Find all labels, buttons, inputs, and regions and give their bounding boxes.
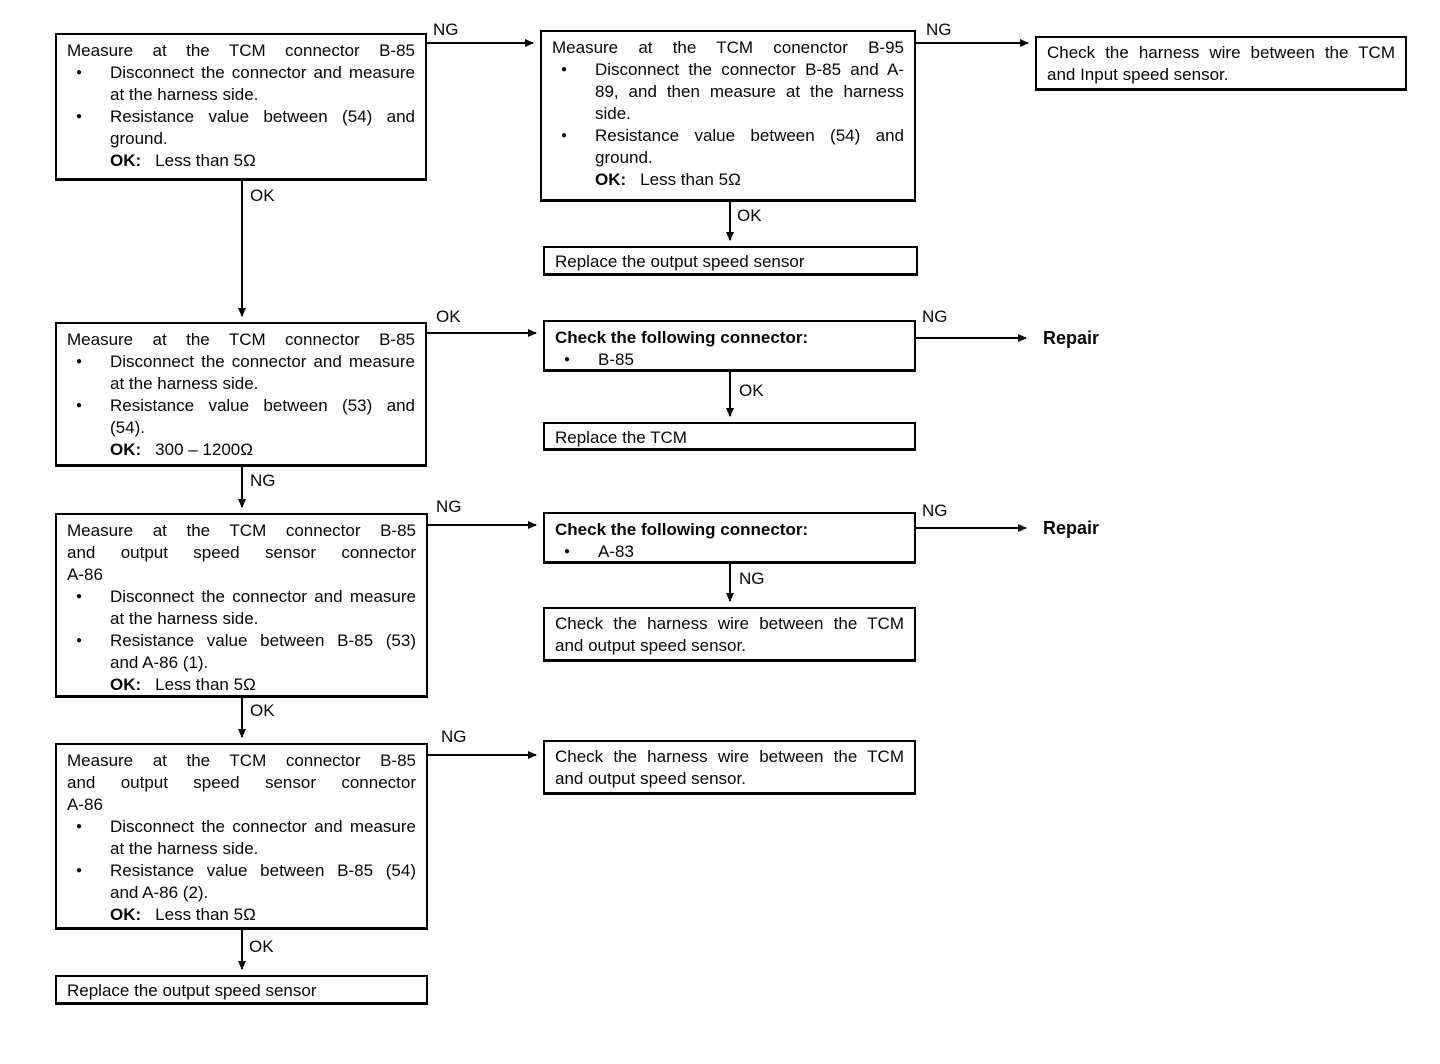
edge-label-ng-5: NG <box>436 497 462 516</box>
ok-label: OK: <box>595 170 627 189</box>
flow-box-measure-b85-54-a86-2: Measure at the TCM connector B-85 and ou… <box>55 743 428 930</box>
bullet-item: ● B-85 <box>555 349 904 371</box>
bullet-text: Resistance value between B-85 (53) and A… <box>110 631 416 672</box>
bullet-icon: ● <box>76 865 83 876</box>
box-text: Replace the output speed sensor <box>67 981 317 1000</box>
ok-line: OK: Less than 5Ω <box>110 904 416 926</box>
flow-box-check-harness-input-speed-sensor: Check the harness wire between the TCM a… <box>1035 36 1407 91</box>
flow-box-measure-tcm-b85-pin53-54: Measure at the TCM connector B-85 ● Disc… <box>55 322 427 467</box>
box-title: Measure at the TCM conenctor B-95 <box>552 38 904 57</box>
flow-box-replace-tcm: Replace the TCM <box>543 422 916 451</box>
edge-label-ok-3: OK <box>436 307 461 326</box>
bullet-text: Resistance value between B-85 (54) and A… <box>110 861 416 902</box>
bullet-icon: ● <box>76 400 83 411</box>
bullet-item: ● Disconnect the connector and measure a… <box>67 816 416 860</box>
ok-value: Less than 5Ω <box>640 170 741 189</box>
edge-label-ok-1: OK <box>250 186 275 205</box>
ok-line: OK: Less than 5Ω <box>110 674 416 696</box>
ok-value: Less than 5Ω <box>155 151 256 170</box>
bullet-text: B-85 <box>598 350 634 369</box>
bullet-icon: ● <box>76 111 83 122</box>
bullet-text: Resistance value between (54) and ground… <box>595 126 904 167</box>
box-title-line: Measure at the TCM connector B-85 <box>67 751 416 770</box>
bullet-item: ● A-83 <box>555 541 904 563</box>
bullet-icon: ● <box>564 354 571 365</box>
edge-label-ok-6: OK <box>249 937 274 956</box>
bullet-icon: ● <box>76 67 83 78</box>
bullet-icon: ● <box>76 591 83 602</box>
flow-box-check-connector-b85: Check the following connector: ● B-85 <box>543 320 916 372</box>
edge-label-ok-2: OK <box>737 206 762 225</box>
bullet-text: A-83 <box>598 542 634 561</box>
box-title: Measure at the TCM connector B-85 <box>67 330 415 349</box>
ok-label: OK: <box>110 151 142 170</box>
edge-label-ok-4: OK <box>739 381 764 400</box>
flow-box-check-connector-a83: Check the following connector: ● A-83 <box>543 512 916 564</box>
bullet-text: Disconnect the connector and measure at … <box>110 817 416 858</box>
flow-box-replace-output-speed-sensor-bottom: Replace the output speed sensor <box>55 975 428 1005</box>
repair-label-1: Repair <box>1043 328 1100 348</box>
ok-line: OK: 300 – 1200Ω <box>110 439 415 461</box>
bullet-icon: ● <box>76 356 83 367</box>
box-text: Check the harness wire between the TCM a… <box>555 614 904 655</box>
edge-label-ng-2: NG <box>926 20 952 39</box>
ok-label: OK: <box>110 440 142 459</box>
ok-value: 300 – 1200Ω <box>155 440 253 459</box>
ok-value: Less than 5Ω <box>155 675 256 694</box>
ok-value: Less than 5Ω <box>155 905 256 924</box>
ok-label: OK: <box>110 675 142 694</box>
box-text: Check the harness wire between the TCM a… <box>1047 43 1395 84</box>
bullet-text: Resistance value between (54) and ground… <box>110 107 415 148</box>
box-text: Replace the TCM <box>555 428 687 447</box>
edge-label-ng-8: NG <box>441 727 467 746</box>
flow-box-measure-b85-53-a86-1: Measure at the TCM connector B-85 and ou… <box>55 513 428 698</box>
box-title-line: A-86 <box>67 565 103 584</box>
flow-box-measure-tcm-b85-pin54-ground: Measure at the TCM connector B-85 ● Disc… <box>55 33 427 181</box>
bullet-item: ● Disconnect the connector B-85 and A-89… <box>552 59 904 125</box>
edge-label-ng-3: NG <box>922 307 948 326</box>
ok-line: OK: Less than 5Ω <box>110 150 415 172</box>
bullet-icon: ● <box>561 130 568 141</box>
bullet-item: ● Disconnect the connector and measure a… <box>67 62 415 106</box>
bullet-item: ● Resistance value between (53) and (54)… <box>67 395 415 439</box>
bullet-text: Resistance value between (53) and (54). <box>110 396 415 437</box>
bullet-text: Disconnect the connector and measure at … <box>110 587 416 628</box>
ok-label: OK: <box>110 905 142 924</box>
edge-label-ok-5: OK <box>250 701 275 720</box>
edge-label-ng-6: NG <box>922 501 948 520</box>
bullet-item: ● Disconnect the connector and measure a… <box>67 586 416 630</box>
box-text: Replace the output speed sensor <box>555 252 805 271</box>
box-text: Check the harness wire between the TCM a… <box>555 747 904 788</box>
repair-label-2: Repair <box>1043 518 1100 538</box>
ok-line: OK: Less than 5Ω <box>595 169 904 191</box>
box-title: Measure at the TCM connector B-85 <box>67 41 415 60</box>
bullet-text: Disconnect the connector B-85 and A-89, … <box>595 60 904 123</box>
box-title-line: and output speed sensor connector <box>67 773 416 792</box>
box-title-line: and output speed sensor connector <box>67 543 416 562</box>
flow-box-replace-output-speed-sensor-top: Replace the output speed sensor <box>543 246 918 276</box>
box-title-line: A-86 <box>67 795 103 814</box>
flow-box-check-harness-output-speed-sensor-2: Check the harness wire between the TCM a… <box>543 740 916 795</box>
box-title: Check the following connector: <box>555 520 809 539</box>
box-title-line: Measure at the TCM connector B-85 <box>67 521 416 540</box>
flow-box-check-harness-output-speed-sensor-1: Check the harness wire between the TCM a… <box>543 607 916 662</box>
edge-label-ng-1: NG <box>433 20 459 39</box>
bullet-text: Disconnect the connector and measure at … <box>110 352 415 393</box>
bullet-item: ● Resistance value between B-85 (54) and… <box>67 860 416 904</box>
bullet-item: ● Disconnect the connector and measure a… <box>67 351 415 395</box>
box-title: Check the following connector: <box>555 328 809 347</box>
bullet-icon: ● <box>561 64 568 75</box>
bullet-icon: ● <box>76 821 83 832</box>
bullet-item: ● Resistance value between B-85 (53) and… <box>67 630 416 674</box>
edge-label-ng-4: NG <box>250 471 276 490</box>
bullet-item: ● Resistance value between (54) and grou… <box>67 106 415 150</box>
edge-label-ng-7: NG <box>739 569 765 588</box>
flow-box-measure-tcm-b85-a89-pin54-ground: Measure at the TCM conenctor B-95 ● Disc… <box>540 30 916 202</box>
bullet-item: ● Resistance value between (54) and grou… <box>552 125 904 169</box>
bullet-icon: ● <box>76 635 83 646</box>
bullet-text: Disconnect the connector and measure at … <box>110 63 415 104</box>
bullet-icon: ● <box>564 546 571 557</box>
